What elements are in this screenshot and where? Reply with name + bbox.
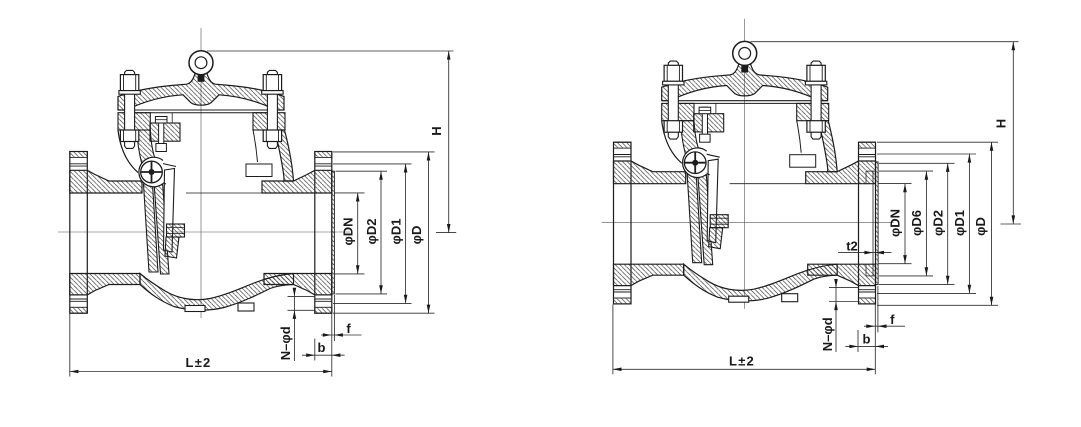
svg-text:f: f <box>890 312 895 327</box>
svg-text:φD: φD <box>409 226 424 245</box>
svg-text:φD2: φD2 <box>364 219 379 245</box>
svg-text:H: H <box>994 119 1009 128</box>
svg-text:N–φd: N–φd <box>820 317 835 351</box>
svg-text:φDN: φDN <box>888 209 903 237</box>
svg-text:b: b <box>318 340 326 355</box>
svg-text:φDN: φDN <box>341 217 356 245</box>
svg-text:t2: t2 <box>846 239 858 254</box>
svg-text:b: b <box>863 331 871 346</box>
svg-text:N–φd: N–φd <box>278 326 293 360</box>
svg-text:f: f <box>346 321 351 336</box>
svg-text:φD6: φD6 <box>909 210 924 236</box>
svg-text:φD: φD <box>973 217 988 236</box>
svg-text:L±2: L±2 <box>186 355 212 370</box>
svg-text:L±2: L±2 <box>729 354 755 369</box>
svg-text:φD2: φD2 <box>931 210 946 236</box>
svg-text:φD1: φD1 <box>389 219 404 245</box>
svg-text:φD1: φD1 <box>952 210 967 236</box>
svg-text:H: H <box>429 126 444 135</box>
